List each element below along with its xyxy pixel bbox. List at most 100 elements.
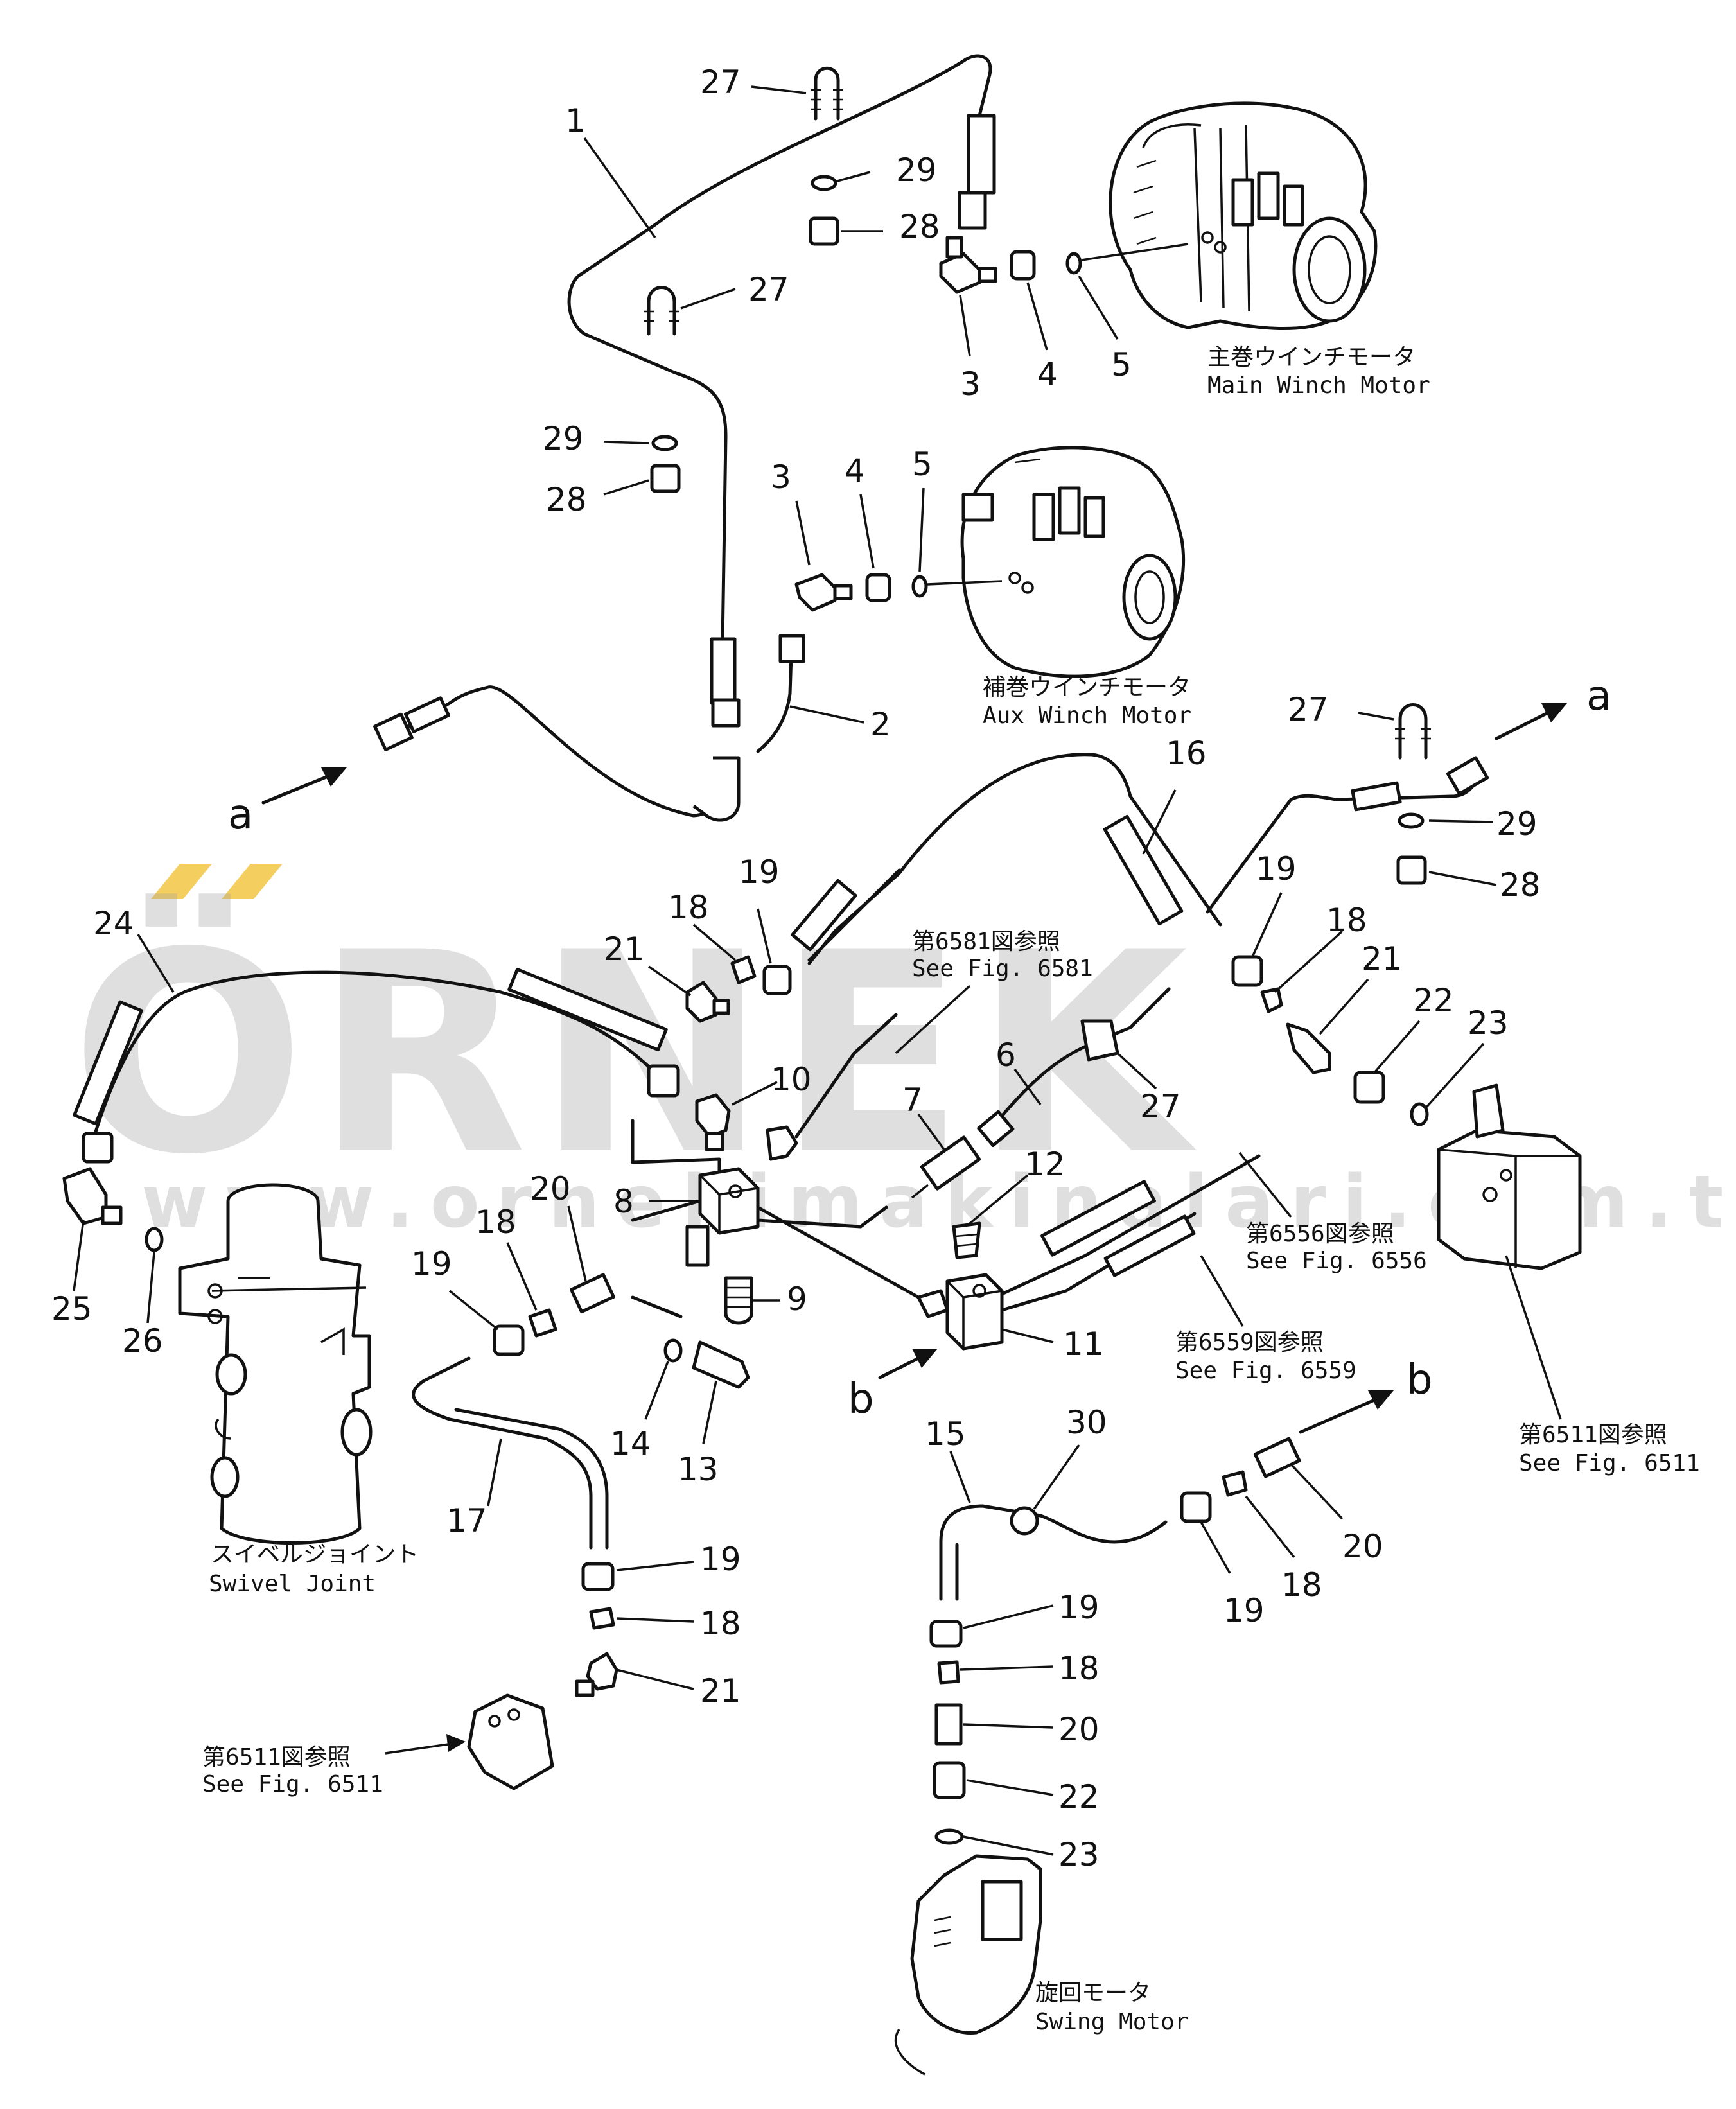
callout-19-b: 19 bbox=[1256, 850, 1297, 888]
junction-block-8 bbox=[698, 1167, 760, 1235]
callout-27-b: 27 bbox=[748, 271, 789, 308]
callout-24: 24 bbox=[93, 905, 134, 942]
callout-4-upper: 4 bbox=[1037, 356, 1058, 393]
callout-12: 12 bbox=[1024, 1146, 1065, 1183]
callout-22-a: 22 bbox=[1413, 982, 1454, 1019]
elbow-21-lower-left-nipple bbox=[575, 1679, 595, 1697]
washer-29-right bbox=[1398, 812, 1425, 829]
block-8-port bbox=[728, 1184, 742, 1198]
callout-27-c: 27 bbox=[1288, 691, 1329, 728]
ref-6556-en: See Fig. 6556 bbox=[1246, 1248, 1427, 1274]
elbow-3-lower bbox=[794, 573, 837, 612]
callout-19-e: 19 bbox=[1058, 1589, 1100, 1626]
callout-19-f: 19 bbox=[1223, 1592, 1265, 1629]
callout-11: 11 bbox=[1063, 1326, 1104, 1363]
callout-29-c: 29 bbox=[1496, 805, 1538, 843]
adapter-20-left bbox=[569, 1273, 615, 1314]
callout-6: 6 bbox=[995, 1037, 1016, 1074]
callout-16: 16 bbox=[1166, 735, 1207, 772]
callout-numbers: 1 2 3 3 4 4 5 5 6 7 8 9 10 11 12 13 14 1… bbox=[51, 64, 1541, 1873]
watermark-accent-left bbox=[151, 864, 212, 899]
ref-6511-right-jp: 第6511図参照 bbox=[1519, 1422, 1667, 1448]
hose-15 bbox=[939, 1504, 1168, 1601]
pipe-a-right-fitting bbox=[1446, 756, 1489, 796]
callout-18-f: 18 bbox=[1281, 1566, 1322, 1604]
clamp-30 bbox=[1010, 1506, 1039, 1536]
elbow-21-upper-left-nipple bbox=[712, 999, 730, 1015]
callout-30: 30 bbox=[1066, 1404, 1107, 1441]
callout-20-c: 20 bbox=[1342, 1528, 1383, 1565]
hose-24-fitting-right bbox=[647, 1064, 680, 1098]
hose-6-fitting bbox=[977, 1110, 1015, 1148]
hose-24 bbox=[91, 970, 663, 1142]
callout-21-b: 21 bbox=[1362, 940, 1403, 977]
callout-3-lower: 3 bbox=[771, 459, 791, 496]
callout-29-b: 29 bbox=[543, 420, 584, 457]
hose-16 bbox=[807, 753, 1222, 965]
plug-18-lower-left bbox=[589, 1607, 615, 1630]
main-winch-motor-label-en: Main Winch Motor bbox=[1207, 372, 1430, 399]
elbow-3-upper-stem bbox=[945, 236, 963, 259]
callout-23-b: 23 bbox=[1058, 1836, 1100, 1873]
callout-26: 26 bbox=[122, 1322, 163, 1360]
hose-1-sleeve-lower bbox=[710, 637, 737, 705]
oring-5-lower bbox=[911, 575, 928, 598]
pipe-block8-to-10 bbox=[631, 1119, 721, 1174]
hose-16-sleeve-left bbox=[791, 879, 857, 952]
ref-6581-jp: 第6581図参照 bbox=[912, 929, 1060, 955]
oring-26 bbox=[145, 1227, 164, 1252]
callout-17: 17 bbox=[446, 1502, 487, 1539]
adapter-7 bbox=[920, 1135, 981, 1191]
washer-29-top bbox=[811, 175, 837, 191]
hose-16-end-left bbox=[807, 868, 901, 962]
plug-18-swing bbox=[937, 1660, 960, 1685]
mark-a-right: a bbox=[1586, 672, 1611, 720]
callout-5-upper: 5 bbox=[1111, 346, 1132, 383]
elbow-10-right bbox=[766, 1125, 798, 1161]
hose-2 bbox=[756, 653, 793, 753]
block-11 bbox=[945, 1273, 1004, 1351]
watermark-accent-right bbox=[222, 864, 283, 899]
adapter-22-right bbox=[1353, 1071, 1385, 1104]
hose-24-fitting-left bbox=[82, 1132, 114, 1164]
elbow-21-lower-left bbox=[586, 1652, 618, 1691]
ref-6511-left-en: See Fig. 6511 bbox=[202, 1771, 383, 1798]
nut-19-swing bbox=[929, 1620, 963, 1648]
plug-18-lower-right bbox=[1222, 1470, 1248, 1497]
ref-6511-right-en: See Fig. 6511 bbox=[1519, 1450, 1700, 1476]
hose-1-fitting-lower bbox=[711, 698, 741, 728]
hose-17-inner bbox=[454, 1408, 609, 1550]
u-bend-27-mid bbox=[644, 286, 679, 336]
nut-28-top bbox=[809, 216, 839, 246]
hose-24-sleeve-right bbox=[507, 967, 668, 1052]
hose-2-fitting bbox=[778, 634, 805, 663]
fitting-12 bbox=[952, 1221, 981, 1259]
callout-18-c: 18 bbox=[475, 1203, 516, 1241]
callout-10: 10 bbox=[771, 1061, 812, 1098]
mark-a-left: a bbox=[228, 791, 253, 839]
hose-to-fig6581 bbox=[794, 1013, 898, 1139]
callout-18-e: 18 bbox=[1058, 1650, 1100, 1687]
arrow-a-right-head bbox=[1541, 703, 1567, 722]
elbow-21-right bbox=[1286, 1022, 1331, 1074]
swing-motor-label-jp: 旋回モータ bbox=[1035, 1980, 1151, 2006]
swing-motor bbox=[894, 1854, 1042, 2076]
plug-18-right bbox=[1260, 987, 1283, 1013]
oring-5-upper bbox=[1065, 252, 1082, 275]
nut-19-right bbox=[1231, 955, 1263, 987]
swivel-joint-label-en: Swivel Joint bbox=[209, 1571, 376, 1597]
callout-27-a: 27 bbox=[700, 64, 741, 101]
hose-6556-sleeve bbox=[1040, 1180, 1156, 1257]
callout-4-lower: 4 bbox=[845, 452, 865, 489]
pipe-a-right bbox=[1206, 778, 1479, 914]
tee-junction-lower bbox=[692, 756, 741, 822]
pipe-a-left-fitting bbox=[373, 712, 414, 751]
arrow-a-left-line bbox=[261, 772, 336, 805]
main-winch-motor bbox=[1109, 101, 1378, 331]
callout-9: 9 bbox=[787, 1281, 807, 1318]
pipe-block8-to-14 bbox=[631, 1295, 683, 1318]
elbow-25-nipple bbox=[101, 1205, 123, 1225]
adapter-20-lower-right bbox=[1253, 1437, 1301, 1478]
washer-29-mid bbox=[651, 435, 678, 451]
